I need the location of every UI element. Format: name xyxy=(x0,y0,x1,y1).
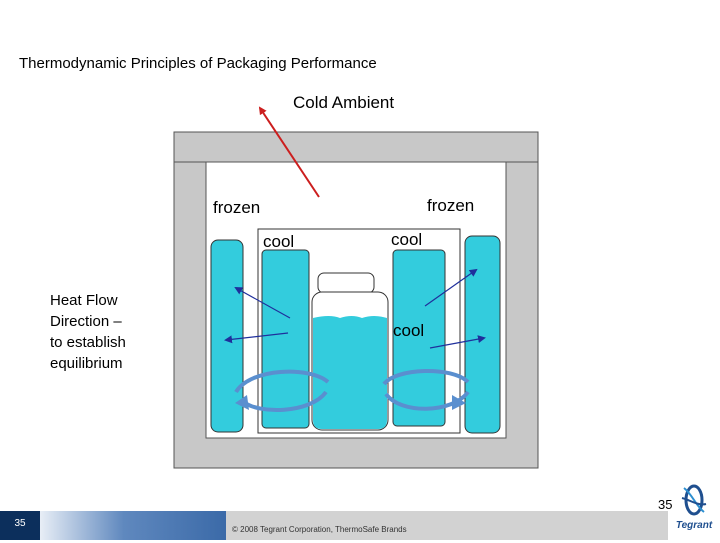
cold-ambient-label: Cold Ambient xyxy=(293,93,394,112)
circulation-swirl-right xyxy=(382,369,470,411)
footer-number-box xyxy=(0,511,40,540)
heat-flow-note-line: equilibrium xyxy=(50,355,123,372)
frozen-label-right: frozen xyxy=(427,196,474,215)
heat-arrow-left-upper xyxy=(234,287,291,319)
cooler-lid xyxy=(173,131,539,163)
heat-flow-note-line: to establish xyxy=(50,334,126,351)
frozen-pack-right xyxy=(464,235,501,434)
cool-pack-left xyxy=(261,249,310,429)
cool-label-middle: cool xyxy=(393,321,424,340)
heat-arrow-left-lower xyxy=(224,332,289,344)
footer-box-number: 35 xyxy=(14,518,26,529)
heat-arrow-right-lower xyxy=(429,335,486,349)
frozen-label-left: frozen xyxy=(213,198,260,217)
tegrant-logo: Tegrant xyxy=(670,478,718,538)
product-bottle xyxy=(311,272,389,431)
heat-arrow-right-upper xyxy=(424,268,478,307)
footer-gray-bar xyxy=(226,511,668,540)
tegrant-logo-icon: Tegrant xyxy=(676,484,713,531)
footer-gradient-band xyxy=(40,511,226,540)
cool-label-left: cool xyxy=(263,232,294,251)
cool-label-right: cool xyxy=(391,230,422,249)
heat-arrow-ambient xyxy=(258,106,320,198)
page-number: 35 xyxy=(658,497,673,512)
circulation-swirl-left xyxy=(234,369,330,412)
heat-flow-note: Heat Flow Direction – to establish equil… xyxy=(50,290,150,374)
logo-wordmark: Tegrant xyxy=(676,520,713,531)
cool-pack-right xyxy=(392,249,446,427)
heat-flow-note-line: Heat Flow xyxy=(50,292,118,309)
slide-title: Thermodynamic Principles of Packaging Pe… xyxy=(19,55,377,72)
heat-flow-note-line: Direction – xyxy=(50,313,122,330)
copyright-text: © 2008 Tegrant Corporation, ThermoSafe B… xyxy=(232,525,407,534)
